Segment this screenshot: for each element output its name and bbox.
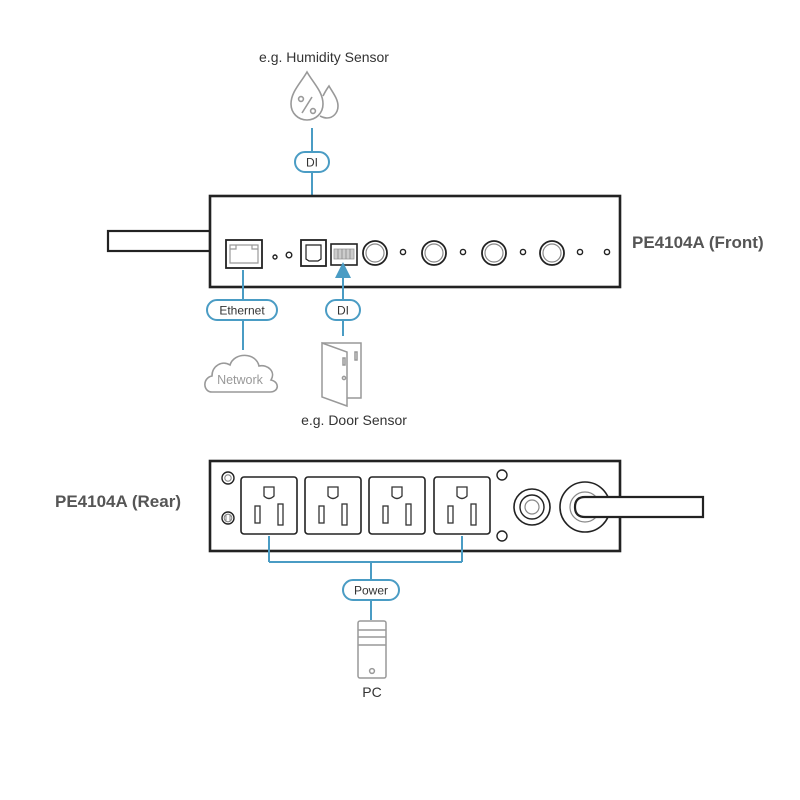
outlet-button-3 [481, 240, 507, 266]
led-indicator [272, 254, 278, 260]
svg-text:Ethernet: Ethernet [219, 304, 265, 318]
pc-tower-icon [357, 620, 387, 679]
front-panel-device [106, 194, 622, 289]
outlet-led-1 [399, 248, 407, 256]
front-chassis [208, 194, 622, 289]
outlet-button-1 [362, 240, 388, 266]
reset-pinhole [285, 251, 293, 259]
svg-text:Power: Power [354, 584, 388, 598]
door-sensor-label: e.g. Door Sensor [301, 412, 407, 428]
sensor-port [300, 239, 327, 267]
power-led [603, 248, 611, 256]
front-title: PE4104A (Front) [632, 233, 764, 252]
humidity-drops-icon [290, 70, 339, 121]
power-outlet-4 [433, 476, 491, 535]
front-cable [106, 229, 212, 253]
ground-screw [221, 511, 235, 525]
circuit-breaker [513, 488, 551, 526]
rear-panel-device [208, 459, 705, 553]
power-outlet-2 [304, 476, 362, 535]
power-connector [268, 536, 463, 620]
di-terminal-block [330, 243, 358, 266]
power-outlet-1 [240, 476, 298, 535]
ethernet-port [225, 239, 263, 269]
power-cord [559, 481, 705, 533]
svg-text:DI: DI [337, 304, 349, 318]
outlet-led-3 [519, 248, 527, 256]
di-pill-humidity: DI [294, 151, 330, 173]
mounting-screw [221, 471, 235, 485]
power-pill: Power [342, 579, 400, 601]
outlet-led-4 [576, 248, 584, 256]
mounting-hole [496, 530, 508, 542]
door-icon [321, 341, 362, 408]
di-pill-door: DI [325, 299, 361, 321]
cloud-icon: Network [204, 354, 279, 393]
outlet-button-4 [539, 240, 565, 266]
outlet-led-2 [459, 248, 467, 256]
ethernet-pill: Ethernet [206, 299, 278, 321]
outlet-button-2 [421, 240, 447, 266]
svg-text:DI: DI [306, 156, 318, 170]
network-label: Network [217, 373, 264, 387]
rear-title: PE4104A (Rear) [55, 492, 181, 511]
humidity-sensor-label: e.g. Humidity Sensor [259, 49, 389, 65]
mounting-hole [496, 469, 508, 481]
power-outlet-3 [368, 476, 426, 535]
pc-label: PC [362, 684, 381, 700]
